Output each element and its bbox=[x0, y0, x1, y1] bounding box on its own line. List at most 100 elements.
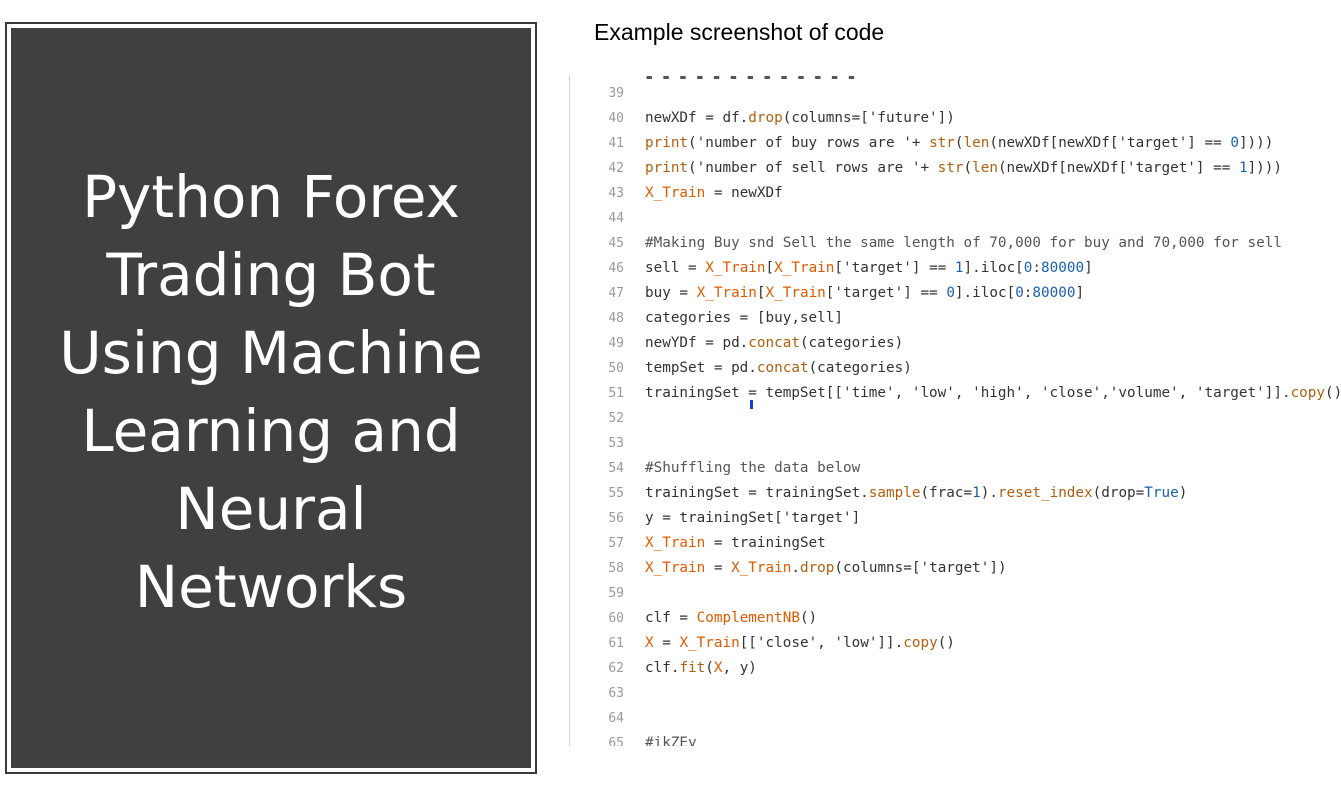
code-token: ] bbox=[1084, 260, 1093, 276]
code-token: ['target'] == bbox=[825, 285, 947, 301]
clipped-code-line: ▪ ▪ ▪ ▪ ▪ ▪ ▪ ▪ ▪ ▪ ▪ ▪ ▪ bbox=[645, 76, 856, 84]
code-token: (columns=['target']) bbox=[834, 560, 1007, 576]
code-line[interactable]: 55 trainingSet = trainingSet.sample(frac=… bbox=[570, 481, 1341, 506]
code-text: trainingSet = trainingSet.sample(frac=1)… bbox=[645, 481, 1187, 506]
code-token: 1 bbox=[1238, 160, 1248, 176]
code-token: clf. bbox=[645, 660, 680, 676]
code-token: sell = bbox=[645, 260, 706, 276]
code-line[interactable]: 51 trainingSet = tempSet[['time', 'low', … bbox=[570, 381, 1341, 406]
code-token: (newXDf[newXDf['target'] == bbox=[989, 135, 1231, 151]
code-token: ('number of sell rows are '+ bbox=[688, 160, 938, 176]
code-text: sell = X_Train[X_Train['target'] == 1].i… bbox=[645, 256, 1093, 281]
code-token: #Shuffling the data below bbox=[645, 460, 861, 476]
code-line[interactable]: 53 bbox=[570, 431, 1341, 456]
code-token: #ikZEy bbox=[645, 735, 697, 746]
code-token: newYDf = pd. bbox=[645, 335, 749, 351]
code-token: X_Train bbox=[645, 185, 706, 201]
code-text: buy = X_Train[X_Train['target'] == 0].il… bbox=[645, 281, 1084, 306]
line-number: 51 bbox=[608, 386, 624, 401]
code-line[interactable]: 65#ikZEy bbox=[570, 731, 1341, 746]
code-text: #Making Buy snd Sell the same length of … bbox=[645, 231, 1282, 256]
code-token: copy bbox=[903, 635, 938, 651]
code-token: ] bbox=[1075, 285, 1085, 301]
code-text: X_Train = X_Train.drop(columns=['target'… bbox=[645, 556, 1007, 581]
line-number: 55 bbox=[608, 486, 624, 501]
code-token: concat bbox=[756, 360, 809, 376]
code-token: 0 bbox=[1015, 285, 1024, 301]
code-token: (newXDf[newXDf['target'] == bbox=[997, 160, 1239, 176]
code-token: , y) bbox=[722, 660, 757, 676]
code-token: = bbox=[653, 635, 680, 651]
code-token: ].iloc[ bbox=[963, 260, 1024, 276]
line-number: 63 bbox=[608, 686, 624, 701]
code-token: categories = [buy,sell] bbox=[645, 310, 843, 326]
code-line[interactable]: 63 bbox=[570, 681, 1341, 706]
code-line[interactable]: 57 X_Train = trainingSet bbox=[570, 531, 1341, 556]
code-token: = bbox=[705, 560, 732, 576]
code-token: (frac= bbox=[920, 485, 973, 501]
code-token: = trainingSet bbox=[705, 535, 826, 551]
code-token: newXDf = df. bbox=[645, 110, 749, 126]
line-number: 39 bbox=[608, 86, 624, 101]
code-line[interactable]: 54#Shuffling the data below bbox=[570, 456, 1341, 481]
code-token: (categories) bbox=[808, 360, 912, 376]
code-token: drop bbox=[799, 560, 835, 576]
code-token: copy bbox=[1290, 385, 1325, 401]
cover-title-line: Python Forex bbox=[82, 163, 460, 231]
code-token: buy = bbox=[645, 285, 697, 301]
code-line[interactable]: 52 bbox=[570, 406, 1341, 431]
code-token: X_Train bbox=[705, 260, 766, 276]
cover-title-line: Using Machine bbox=[59, 319, 483, 387]
code-token: tempSet = pd. bbox=[645, 360, 757, 376]
code-line[interactable]: 39 bbox=[570, 81, 1341, 106]
line-number: 43 bbox=[608, 186, 624, 201]
code-text: print('number of buy rows are '+ str(len… bbox=[645, 131, 1273, 156]
cover-slide: Python Forex Trading Bot Using Machine L… bbox=[5, 22, 537, 774]
code-token: ( bbox=[954, 135, 964, 151]
line-number: 49 bbox=[608, 336, 624, 351]
line-number: 53 bbox=[608, 436, 624, 451]
code-token: #Making Buy snd Sell the same length of … bbox=[645, 235, 1282, 251]
line-number: 64 bbox=[608, 711, 624, 726]
code-token: str bbox=[937, 160, 964, 176]
code-token: ). bbox=[980, 485, 998, 501]
code-token: print bbox=[645, 135, 689, 151]
cover-title: Python Forex Trading Bot Using Machine L… bbox=[49, 158, 493, 626]
code-token: ComplementNB bbox=[696, 610, 800, 626]
code-text: X_Train = trainingSet bbox=[645, 531, 826, 556]
code-text: X = X_Train[['close', 'low']].copy() bbox=[645, 631, 955, 656]
code-token: 0 bbox=[1230, 135, 1239, 151]
code-token: clf = bbox=[645, 610, 697, 626]
code-line[interactable]: 64 bbox=[570, 706, 1341, 731]
code-text: y = trainingSet['target'] bbox=[645, 506, 860, 531]
code-line[interactable]: 45#Making Buy snd Sell the same length o… bbox=[570, 231, 1341, 256]
code-token: () bbox=[937, 635, 955, 651]
line-number: 57 bbox=[608, 536, 624, 551]
code-token: ]))) bbox=[1238, 135, 1274, 151]
code-token: 0 bbox=[946, 285, 955, 301]
line-number: 41 bbox=[608, 136, 624, 151]
code-text: trainingSet = tempSet[['time', 'low', 'h… bbox=[645, 381, 1341, 406]
code-text: #ikZEy bbox=[645, 731, 697, 746]
code-token: X_Train bbox=[696, 285, 757, 301]
code-token: len bbox=[963, 135, 990, 151]
code-token: ]))) bbox=[1247, 160, 1282, 176]
code-line[interactable]: 59 bbox=[570, 581, 1341, 606]
code-token: ) bbox=[1178, 485, 1188, 501]
code-line[interactable]: 44 bbox=[570, 206, 1341, 231]
